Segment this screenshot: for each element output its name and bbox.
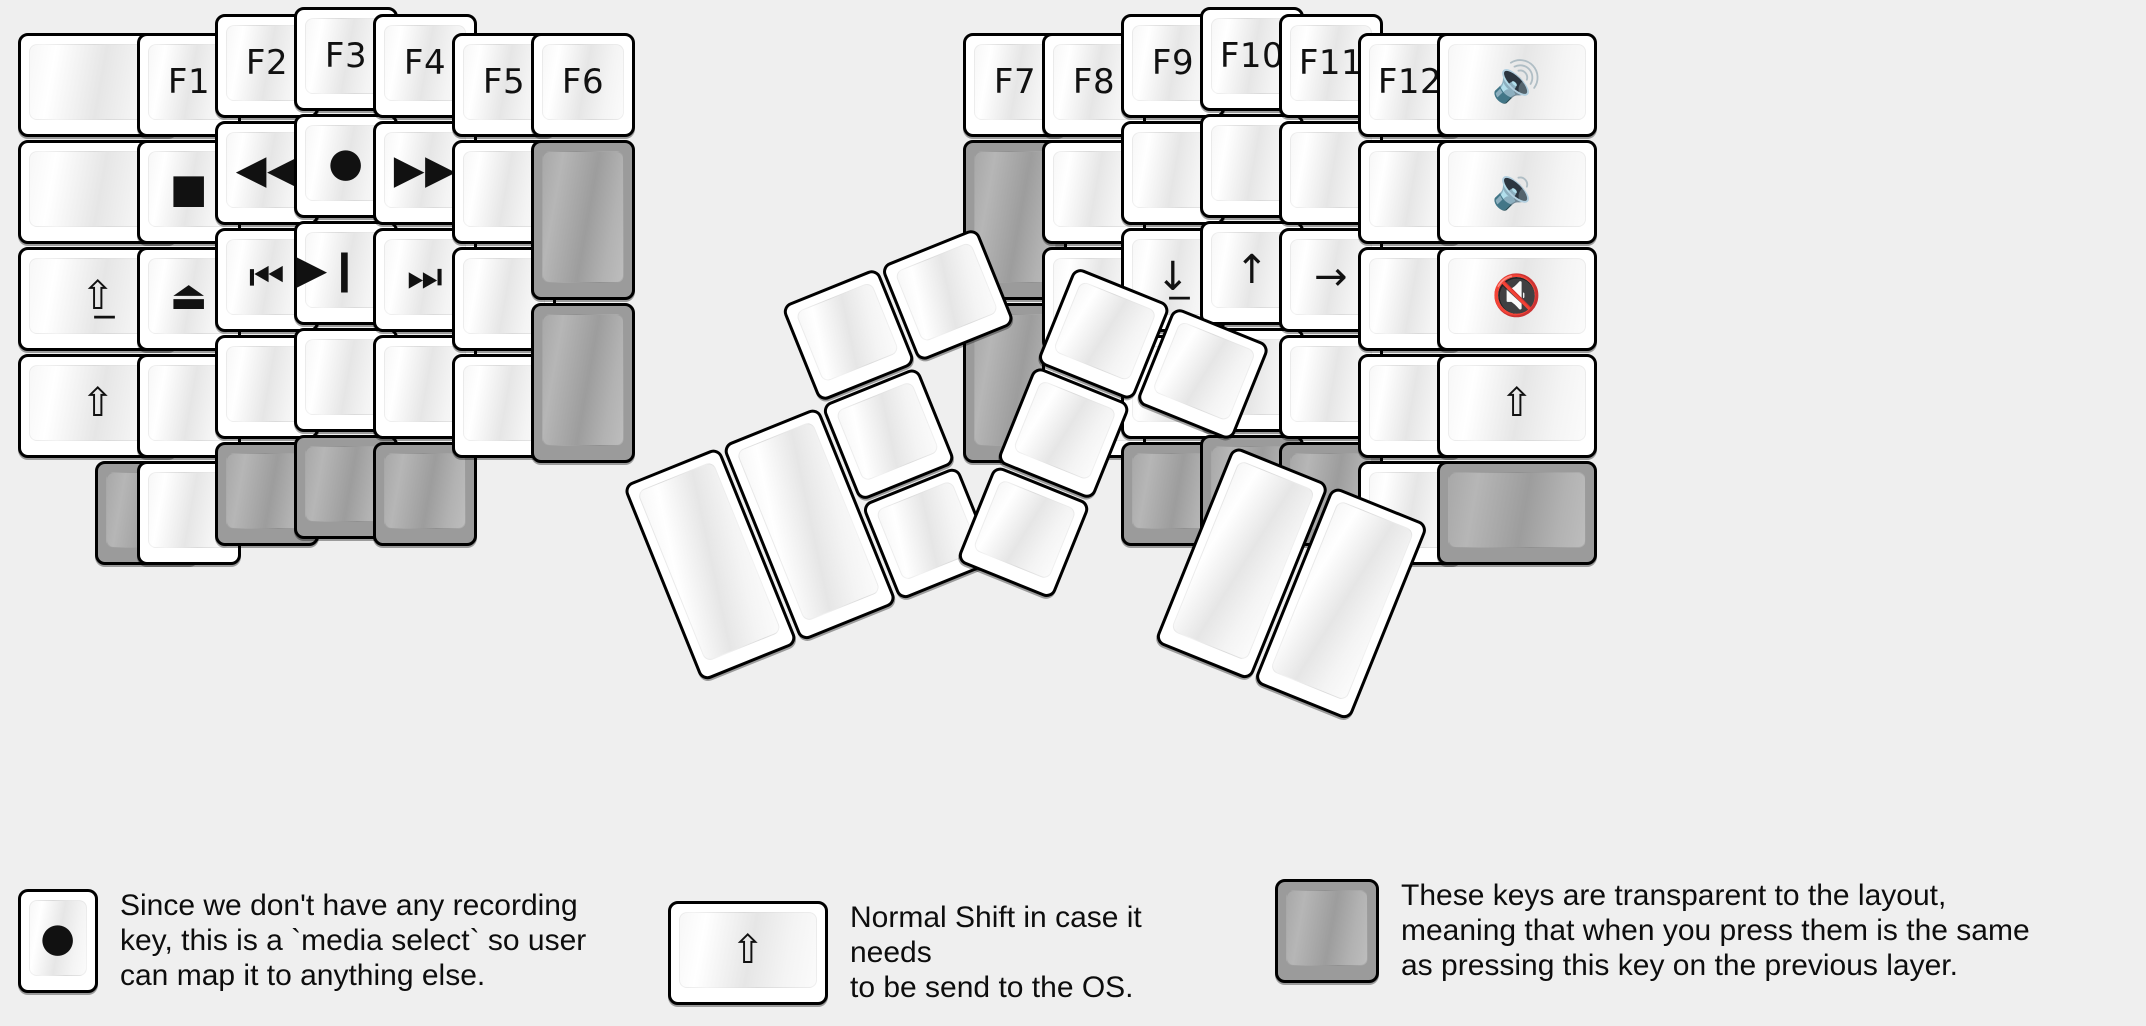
key-label: F8 <box>1072 62 1116 102</box>
key-label: F5 <box>482 62 526 102</box>
legend-media-select-text: Since we don't have any recording key, t… <box>120 889 587 992</box>
legend-media-select-sample-key: ● <box>18 889 98 994</box>
key-volume-down[interactable]: 🔉 <box>1437 140 1597 244</box>
key-label: 🔉 <box>1491 166 1543 212</box>
key-label: ● <box>40 915 76 962</box>
keycap-surface <box>875 480 980 582</box>
legend-transparent-keys-sample-key <box>1275 879 1379 984</box>
key-shift-right[interactable]: ⇧ <box>1437 354 1597 458</box>
keycap-surface <box>972 478 1077 581</box>
key-transparent-c5r5[interactable] <box>373 442 477 546</box>
keycap-surface <box>542 314 624 446</box>
key-label: F10 <box>1219 36 1285 76</box>
keycap-surface <box>835 380 940 483</box>
key-label: 🔊 <box>1491 59 1543 105</box>
keycap-surface <box>1286 890 1368 967</box>
key-label: F9 <box>1151 43 1195 83</box>
key-label: F2 <box>245 43 289 83</box>
key-transparent-c7r2[interactable] <box>531 140 635 300</box>
key-label: → <box>1313 254 1348 300</box>
keycap-surface: 🔇 <box>1448 258 1586 334</box>
key-label: ⏏ <box>169 273 209 319</box>
key-label: ↑ <box>1234 247 1269 293</box>
key-label: F4 <box>403 43 447 83</box>
keycap-surface <box>384 453 466 529</box>
key-label: ■ <box>169 166 209 212</box>
key-f6[interactable]: F6 <box>531 33 635 137</box>
key-label: ● <box>328 140 364 186</box>
key-label: F7 <box>993 62 1037 102</box>
keycap-surface <box>542 151 624 283</box>
key-label: ⇧ <box>1499 380 1534 426</box>
keycap-surface: 🔊 <box>1448 44 1586 120</box>
key-label: F1 <box>167 62 211 102</box>
key-label: ⇧ <box>80 380 115 426</box>
key-label: ▶▶ <box>393 147 457 193</box>
key-volume-up[interactable]: 🔊 <box>1437 33 1597 137</box>
keycap-surface: ⇧ <box>679 912 817 989</box>
legend-transparent-keys: These keys are transparent to the layout… <box>1275 879 2135 984</box>
key-label: F6 <box>561 62 605 102</box>
key-label: ⇧̲ <box>80 273 115 319</box>
keycap-surface <box>1012 379 1118 481</box>
legend-normal-shift-sample-key: ⇧ <box>668 901 828 1006</box>
key-transparent-c7r3[interactable] <box>531 303 635 463</box>
keycap-surface: 🔉 <box>1448 151 1586 227</box>
key-label: ⇧ <box>730 927 765 974</box>
key-label: F12 <box>1377 62 1443 102</box>
keycap-surface: ● <box>29 900 87 977</box>
keycap-surface <box>1151 320 1257 422</box>
legend-normal-shift: ⇧ Normal Shift in case it needs to be sen… <box>668 901 1228 1006</box>
key-label: ◀◀ <box>235 147 299 193</box>
keycap-surface <box>1052 280 1158 382</box>
key-transparent-r7r5[interactable] <box>1437 461 1597 565</box>
legend-normal-shift-text: Normal Shift in case it needs to be send… <box>850 901 1142 1004</box>
key-volume-mute[interactable]: 🔇 <box>1437 247 1597 351</box>
key-label: F11 <box>1298 43 1364 83</box>
keycap-surface <box>795 281 900 383</box>
legend-transparent-keys-text: These keys are transparent to the layout… <box>1401 879 2030 982</box>
key-label: ⏮ <box>248 254 286 300</box>
key-label: ⏭ <box>406 254 444 300</box>
keycap-surface <box>1448 472 1586 548</box>
key-label: F3 <box>324 36 368 76</box>
legend: ● Since we don't have any recording key, … <box>0 871 2146 1026</box>
legend-media-select: ● Since we don't have any recording key, … <box>18 889 678 994</box>
key-label: ↓̲ <box>1155 254 1190 300</box>
keycap-surface <box>894 241 999 343</box>
key-label: 🔇 <box>1491 273 1543 319</box>
keycap-surface: ⇧ <box>1448 365 1586 441</box>
keycap-surface: F6 <box>542 44 624 120</box>
